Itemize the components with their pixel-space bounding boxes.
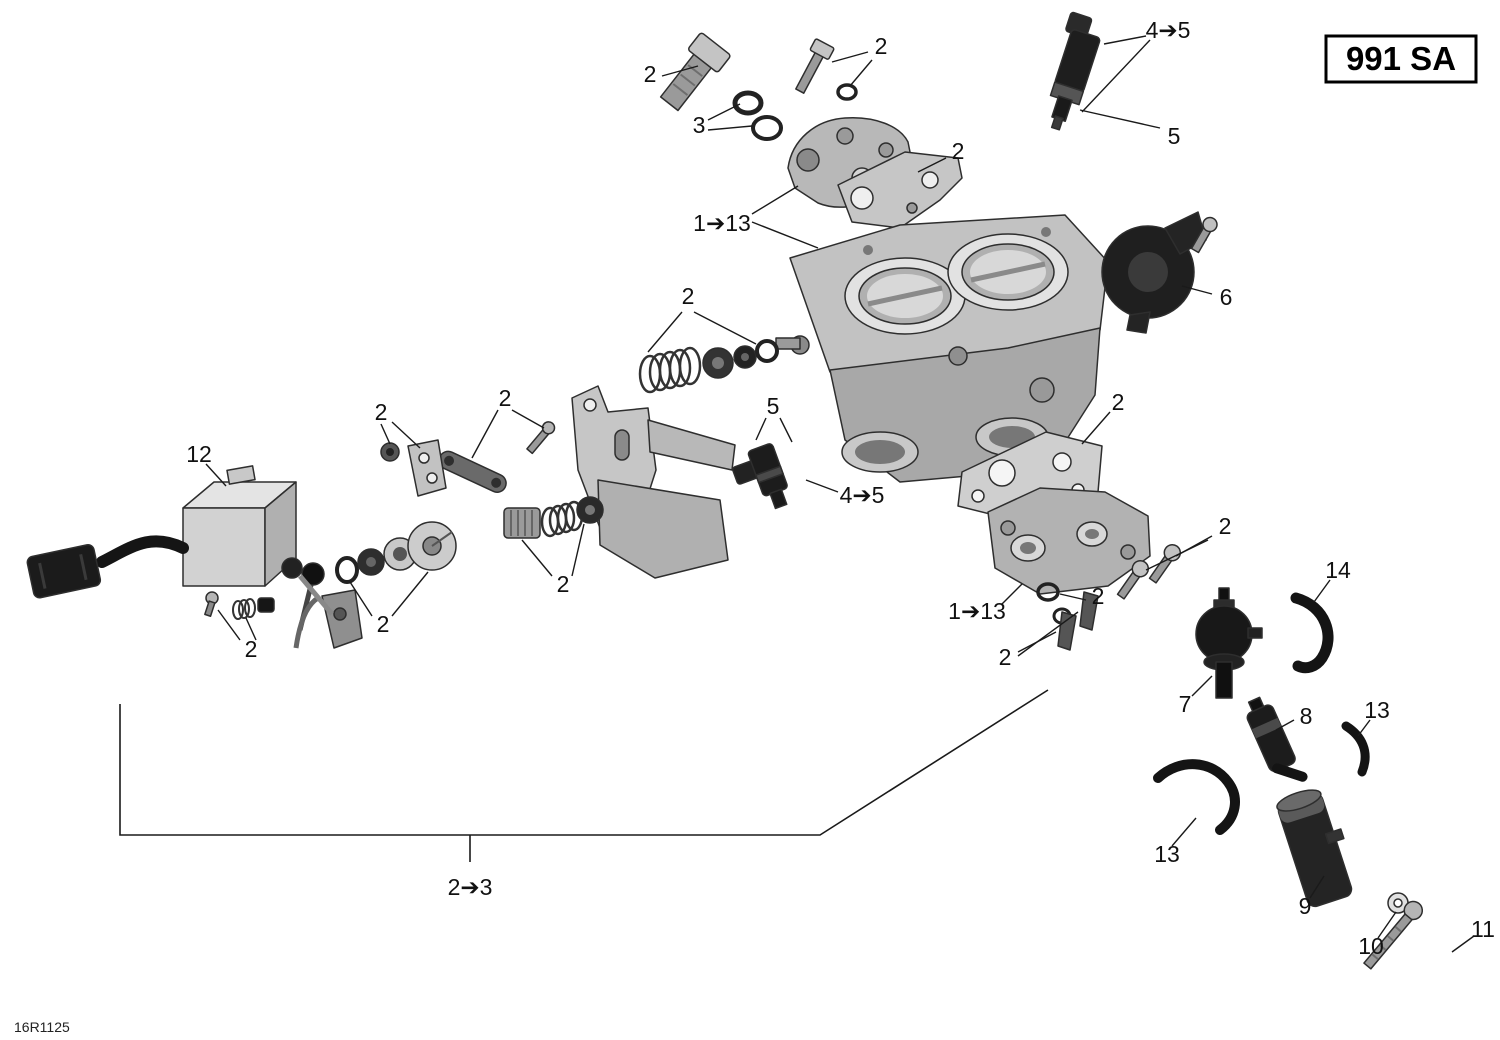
- hex-bolt-top: [659, 32, 731, 112]
- callout-pressure-regulator: 7: [1179, 691, 1192, 717]
- callout-hose-left: 13: [1154, 841, 1180, 867]
- callout-sensor-cones: 2: [999, 644, 1012, 670]
- callout-canister: 9: [1299, 893, 1312, 919]
- manifold-adapter: [987, 487, 1151, 595]
- callout-screws-right: 2: [1219, 513, 1232, 539]
- callout-injector-top: 5: [1168, 123, 1181, 149]
- actuator-small-parts: [204, 591, 275, 620]
- mount-screw-a: [1116, 559, 1150, 600]
- fuel-injector-top: [1049, 11, 1101, 131]
- callout-gasket-right: 2: [1112, 389, 1125, 415]
- callout-injector-mid: 5: [767, 393, 780, 419]
- fuel-injector-mid: [732, 443, 788, 510]
- small-bolt-top: [795, 38, 835, 94]
- diagram-reference: 16R1125: [14, 1019, 70, 1035]
- idle-actuator: [96, 465, 334, 616]
- model-code-box: 991 SA: [1324, 34, 1478, 84]
- hose-upper: [1290, 592, 1334, 674]
- sensor-screw: [1190, 216, 1218, 254]
- support-bracket: [837, 151, 963, 229]
- throttle-bracket-assembly: [571, 385, 736, 579]
- cable-bracket: [787, 117, 913, 208]
- lever-screw: [526, 421, 556, 455]
- callout-tps-sensor: 6: [1220, 284, 1233, 310]
- hose-right: [1341, 721, 1370, 777]
- flat-washer: [1387, 892, 1409, 914]
- callout-spring-set: 2: [682, 283, 695, 309]
- callout-labels: 2 3 2 4➔5 5 1➔13 2 6 2 5 4➔5 2 2 12 2 2 …: [186, 17, 1495, 959]
- callout-cable-bracket-range: 1➔13: [693, 210, 751, 236]
- mount-screw-b: [1148, 543, 1182, 584]
- callout-bolt-long: 11: [1471, 916, 1495, 942]
- sleeve-spring-set: [503, 496, 604, 539]
- callout-idle-actuator: 12: [186, 441, 212, 467]
- long-bolt: [1363, 900, 1424, 970]
- callout-assembly-range: 2➔3: [448, 874, 493, 900]
- callout-oring-small: 2: [1092, 583, 1105, 609]
- small-oring-top: [836, 83, 858, 101]
- pressure-regulator: [1195, 587, 1263, 699]
- elbow-fitting: [1246, 696, 1308, 782]
- nut-and-plate: [380, 439, 447, 497]
- callout-fitting: 8: [1300, 703, 1313, 729]
- callout-bolt-top: 2: [644, 61, 657, 87]
- callout-manifold-range: 1➔13: [948, 598, 1006, 624]
- model-code-text: 991 SA: [1346, 40, 1456, 77]
- vapor-canister: [1276, 789, 1353, 908]
- callout-bracket-plate: 2: [952, 138, 965, 164]
- callout-hose-right: 13: [1364, 697, 1390, 723]
- callout-washers-top: 3: [693, 112, 706, 138]
- callout-actuator-parts: 2: [245, 636, 258, 662]
- sealing-washers: [732, 90, 783, 141]
- callout-bolt-small: 2: [875, 33, 888, 59]
- leader-lines: [205, 35, 1475, 953]
- hose-left: [1153, 759, 1240, 835]
- cable-connector: [26, 543, 102, 599]
- callout-injector-top-range: 4➔5: [1146, 17, 1191, 43]
- washer-pulley-stack: [335, 521, 457, 584]
- callout-washer-stack: 2: [377, 611, 390, 637]
- assembly-range-bracket: [119, 689, 1049, 862]
- callout-screw-lever: 2: [499, 385, 512, 411]
- throttle-position-sensor: [1101, 211, 1207, 334]
- cam-lever-parts: [293, 562, 363, 649]
- callout-injector-mid-range: 4➔5: [840, 482, 885, 508]
- callout-sleeve-spring: 2: [557, 571, 570, 597]
- callout-hose-upper: 14: [1325, 557, 1351, 583]
- callout-nut-plate: 2: [375, 399, 388, 425]
- return-spring-set: [638, 339, 779, 394]
- cone-fittings: [1057, 591, 1099, 651]
- callout-washer: 10: [1358, 933, 1384, 959]
